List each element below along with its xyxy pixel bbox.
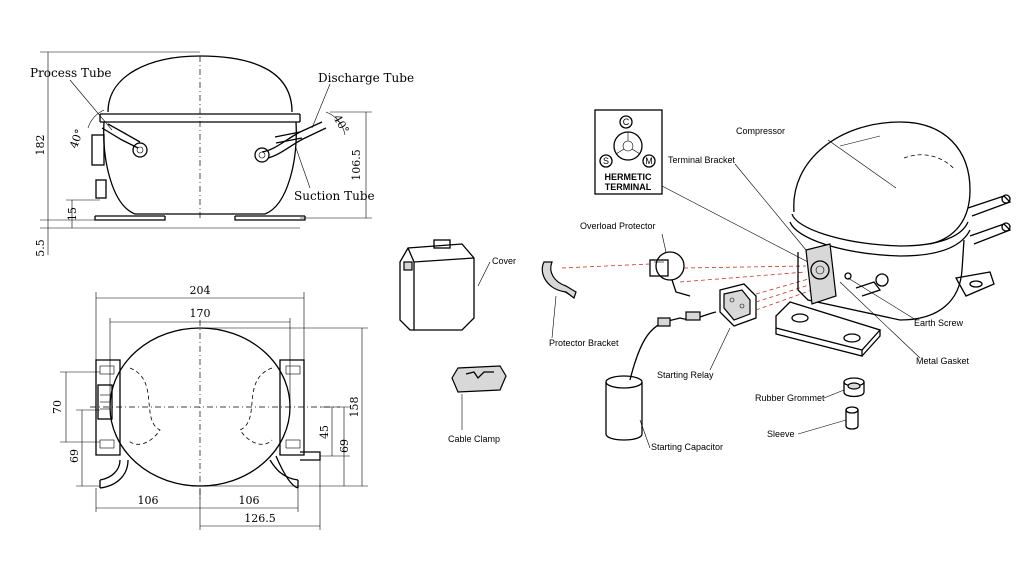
dim-15: 15 [66, 207, 79, 221]
suction-tube-label: Suction Tube [294, 189, 375, 203]
dim-126-5: 126.5 [244, 512, 276, 525]
dim-45: 45 [318, 425, 331, 439]
angle-left-label: 40° [67, 127, 86, 150]
dim-106-right: 106 [239, 494, 260, 507]
dim-158: 158 [348, 397, 361, 418]
sleeve-part: Sleeve [767, 406, 859, 439]
cable-clamp-label: Cable Clamp [448, 434, 500, 444]
metal-gasket-label: Metal Gasket [916, 356, 970, 366]
hermetic-line2: TERMINAL [605, 182, 652, 192]
starting-capacitor-label: Starting Capacitor [651, 442, 723, 452]
top-view: 204 170 158 70 69 45 69 106 106 126.5 [51, 284, 368, 530]
starting-capacitor-part: Starting Capacitor [605, 375, 723, 452]
dim-height: 182 [34, 135, 47, 156]
dim-5-5: 5.5 [34, 239, 47, 257]
overload-protector-label: Overload Protector [580, 221, 656, 231]
rubber-grommet-label: Rubber Grommet [755, 393, 825, 403]
compressor-part: Compressor Terminal Bracket Earth Screw … [668, 121, 1012, 366]
hermetic-line1: HERMETIC [605, 172, 653, 182]
starting-relay-label: Starting Relay [657, 370, 714, 380]
dim-170: 170 [190, 307, 211, 320]
process-tube-label: Process Tube [30, 66, 112, 80]
pin-c-label: C [623, 117, 630, 127]
exploded-view: Cover Cable Clamp Protector Bracket Over… [399, 109, 1012, 452]
cover-label: Cover [492, 256, 516, 266]
cover-part: Cover [399, 239, 516, 331]
rubber-grommet-part: Rubber Grommet [755, 377, 865, 403]
overload-protector-part: Overload Protector [580, 221, 691, 297]
terminal-bracket-label: Terminal Bracket [668, 155, 736, 165]
protector-bracket-part: Protector Bracket [541, 261, 619, 348]
dim-204: 204 [190, 284, 211, 297]
side-view: 182 106.5 15 5.5 40° 40° Process Tube Di… [30, 51, 414, 257]
sleeve-label: Sleeve [767, 429, 795, 439]
dim-106-5: 106.5 [350, 149, 363, 181]
compressor-label: Compressor [736, 126, 785, 136]
hermetic-terminal-detail: C S M HERMETIC TERMINAL [594, 109, 809, 263]
dim-70: 70 [51, 400, 64, 414]
cable-clamp-part: Cable Clamp [448, 365, 507, 444]
pin-m-label: M [645, 156, 653, 166]
dim-69-right: 69 [338, 439, 351, 453]
earth-screw-label: Earth Screw [914, 318, 964, 328]
dim-106-left: 106 [138, 494, 159, 507]
protector-bracket-label: Protector Bracket [549, 338, 619, 348]
dim-69-left: 69 [68, 449, 81, 463]
discharge-tube-label: Discharge Tube [318, 71, 414, 85]
pin-s-label: S [603, 156, 609, 166]
starting-relay-part: Starting Relay [657, 283, 757, 380]
